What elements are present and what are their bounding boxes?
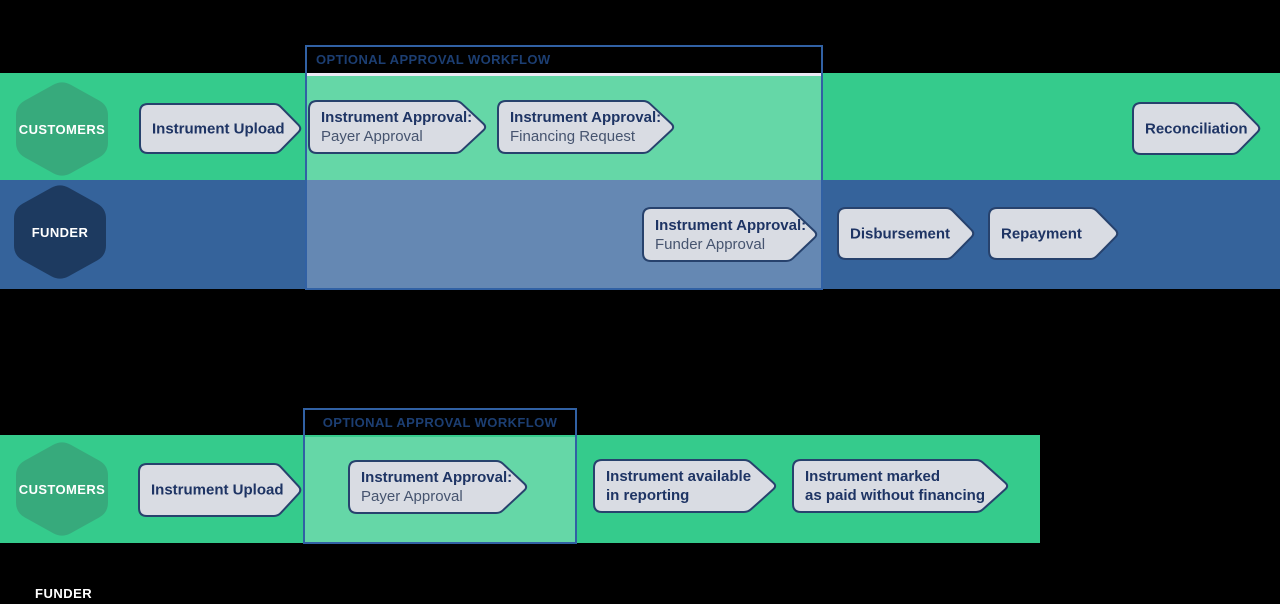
step-label-line: Instrument available <box>606 468 752 485</box>
step-arrow: Instrument marked as paid without financi… <box>792 459 1010 513</box>
customers-hexagon-shape <box>16 442 108 536</box>
step-label-line: in reporting <box>606 487 690 504</box>
hexagon-label: FUNDER <box>31 224 89 240</box>
step-arrow: Reconciliation <box>1132 102 1262 155</box>
step-label: Instrument marked as paid without financi… <box>805 467 985 505</box>
step-arrow: Instrument Approval: Payer Approval <box>348 460 529 514</box>
step-label-line: as paid without financing <box>805 487 985 504</box>
step-arrow-shape <box>593 459 777 513</box>
step-label-line: Instrument Approval: <box>655 216 807 234</box>
step-arrow-shape <box>497 100 675 154</box>
step-arrow: Disbursement <box>837 207 976 260</box>
step-arrow-shape <box>837 207 975 260</box>
step-arrow: Instrument Approval:Funder Approval <box>642 207 819 262</box>
step-label-line: Disbursement <box>850 225 951 242</box>
customers-hexagon-shape <box>16 82 108 176</box>
step-label-line: Instrument Upload <box>151 481 284 499</box>
funder-floating-label: FUNDER <box>35 586 93 601</box>
step-label-line: Instrument Approval: <box>510 109 662 126</box>
step-arrow-shape <box>792 459 1009 513</box>
step-label: Instrument Upload <box>151 481 284 500</box>
step-arrow: Instrument Approval: Financing Request <box>497 100 676 154</box>
step-arrow: Instrument Approval: Payer Approval <box>308 100 488 154</box>
step-arrow: Repayment <box>988 207 1120 260</box>
step-arrow-shape <box>139 103 302 154</box>
hexagon-label: CUSTOMERS <box>18 121 106 137</box>
step-label: Instrument available in reporting <box>606 467 751 505</box>
step-arrow-shape <box>642 207 818 262</box>
step-label: Reconciliation <box>1145 119 1248 138</box>
step-label: Instrument Approval: Payer Approval <box>361 468 512 506</box>
step-label-line: Financing Request <box>510 128 636 145</box>
step-label: Disbursement <box>850 224 950 243</box>
step-label: Instrument Approval: Financing Request <box>510 108 661 146</box>
optional-approval-label: OPTIONAL APPROVAL WORKFLOW <box>322 415 558 430</box>
step-label-line: Instrument Approval: <box>361 469 513 486</box>
hexagon-customers: CUSTOMERS <box>16 440 108 538</box>
step-label-line: Instrument Approval: <box>321 109 473 126</box>
step-arrow-shape <box>308 100 487 154</box>
step-label-line: Funder Approval <box>655 235 766 253</box>
step-arrow-shape <box>348 460 528 514</box>
step-arrow-shape <box>138 463 302 517</box>
step-arrow: Instrument available in reporting <box>593 459 778 513</box>
step-label: Instrument Upload <box>152 119 285 138</box>
step-label-line: Instrument Upload <box>152 120 285 137</box>
step-label-line: Payer Approval <box>321 128 423 145</box>
step-arrow: Instrument Upload <box>138 463 303 517</box>
step-label: Instrument Approval:Funder Approval <box>655 216 806 254</box>
step-label: Repayment <box>1001 224 1082 243</box>
step-label: Instrument Approval: Payer Approval <box>321 108 472 146</box>
hexagon-funder: FUNDER <box>14 183 106 281</box>
step-label-line: Reconciliation <box>1145 120 1248 137</box>
hexagon-customers: CUSTOMERS <box>16 80 108 178</box>
optional-approval-label: OPTIONAL APPROVAL WORKFLOW <box>316 52 551 67</box>
step-arrow-shape <box>1132 102 1261 155</box>
step-label-line: Instrument marked <box>805 468 941 485</box>
step-arrow-shape <box>988 207 1119 260</box>
step-label-line: Repayment <box>1001 225 1082 242</box>
box-separator-line <box>307 73 821 76</box>
step-arrow: Instrument Upload <box>139 103 303 154</box>
step-label-line: Payer Approval <box>361 488 463 505</box>
funder-hexagon-shape <box>14 185 106 279</box>
hexagon-label: CUSTOMERS <box>18 481 106 497</box>
